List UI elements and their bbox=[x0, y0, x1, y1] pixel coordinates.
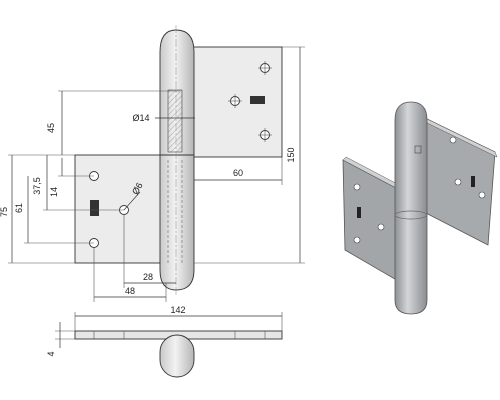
dim-45: 45 bbox=[46, 123, 56, 133]
hinge-pin bbox=[159, 25, 195, 295]
dim-48: 48 bbox=[125, 286, 135, 296]
dim-142: 142 bbox=[170, 305, 185, 315]
plan-view: 142 4 bbox=[46, 305, 283, 378]
dim-14: 14 bbox=[49, 187, 59, 197]
dimension-lines bbox=[8, 46, 305, 302]
dim-dia-14: Ø14 bbox=[132, 113, 149, 123]
logo-stamp bbox=[90, 200, 99, 216]
dim-60: 60 bbox=[233, 168, 243, 178]
dim-4: 4 bbox=[46, 351, 56, 356]
dim-28: 28 bbox=[143, 272, 153, 282]
dim-75: 75 bbox=[0, 207, 9, 217]
logo-stamp bbox=[250, 96, 265, 104]
isometric-view bbox=[342, 101, 498, 315]
pin-section-hatch bbox=[167, 89, 183, 153]
lower-leaf-plate bbox=[74, 154, 168, 264]
pin-end-view bbox=[159, 334, 195, 378]
iso-left-leaf bbox=[342, 159, 401, 283]
dim-61: 61 bbox=[14, 203, 24, 213]
upper-leaf-plate bbox=[189, 46, 283, 158]
dim-150: 150 bbox=[286, 147, 296, 162]
iso-pin bbox=[394, 101, 428, 315]
dim-37-5: 37,5 bbox=[32, 177, 42, 195]
dimension-labels: 45 Ø14 37,5 14 75 61 Ø6 60 150 28 48 bbox=[0, 113, 296, 296]
